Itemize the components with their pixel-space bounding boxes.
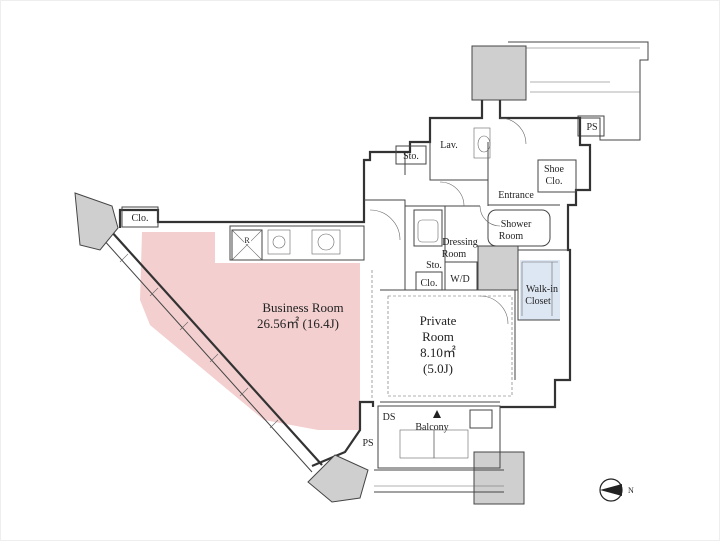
clo-mid-label: Clo. — [421, 278, 438, 289]
business-room-size: 26.56㎡ (16.4J) — [257, 316, 339, 331]
walkin-closet-highlight — [520, 260, 560, 320]
dressing-room-label-1: Dressing — [442, 237, 478, 248]
interior-walls — [364, 117, 577, 403]
fridge-label: R — [244, 236, 250, 245]
column-top — [471, 45, 527, 101]
shower-room-label-2: Room — [499, 231, 524, 242]
lav-label: Lav. — [440, 140, 457, 151]
ps-top-label: PS — [586, 122, 597, 133]
compass-north-label: N — [628, 486, 634, 495]
sto-top-box — [395, 145, 427, 165]
walkin-closet-label-2: Closet — [525, 296, 551, 307]
balcony — [374, 405, 504, 493]
upper-terrace — [471, 41, 649, 141]
shoe-clo-label-2: Clo. — [546, 176, 563, 187]
ds-label: DS — [383, 412, 396, 423]
fridge-box — [231, 229, 263, 261]
clo-left-box — [121, 206, 159, 228]
shower-room-label-1: Shower — [501, 219, 532, 230]
private-room-size-1: 8.10㎡ — [420, 345, 456, 360]
business-room-highlight — [140, 232, 360, 430]
column-mid — [477, 245, 519, 291]
column-left — [74, 192, 119, 251]
walkin-closet-label-1: Walk-in — [526, 284, 558, 295]
ps-top-box — [577, 115, 605, 137]
dressing-room-label-2: Room — [442, 249, 467, 260]
private-room-label-1: Private — [420, 313, 457, 328]
sto-mid-label: Sto. — [426, 260, 442, 271]
entrance-label: Entrance — [498, 190, 534, 201]
outer-walls — [101, 100, 592, 473]
private-room-size-2: (5.0J) — [423, 361, 453, 376]
shoe-clo-label-1: Shoe — [544, 164, 565, 175]
wd-label: W/D — [450, 274, 469, 285]
column-bottom-left — [307, 454, 369, 503]
private-room-outline — [387, 295, 513, 397]
business-room-label: Business Room — [262, 300, 343, 315]
kitchen — [229, 225, 365, 261]
balcony-label: Balcony — [415, 422, 448, 433]
clo-left-label: Clo. — [132, 213, 149, 224]
compass-needle — [600, 484, 622, 496]
column-bottom-right — [473, 451, 525, 505]
window-mullions — [119, 253, 279, 429]
compass: N — [599, 478, 634, 502]
private-room-label-2: Room — [422, 329, 454, 344]
balcony-arrow — [433, 410, 441, 418]
shower-room-box — [487, 209, 551, 247]
ps-bottom-label: PS — [362, 438, 373, 449]
sto-top-label: Sto. — [403, 151, 419, 162]
